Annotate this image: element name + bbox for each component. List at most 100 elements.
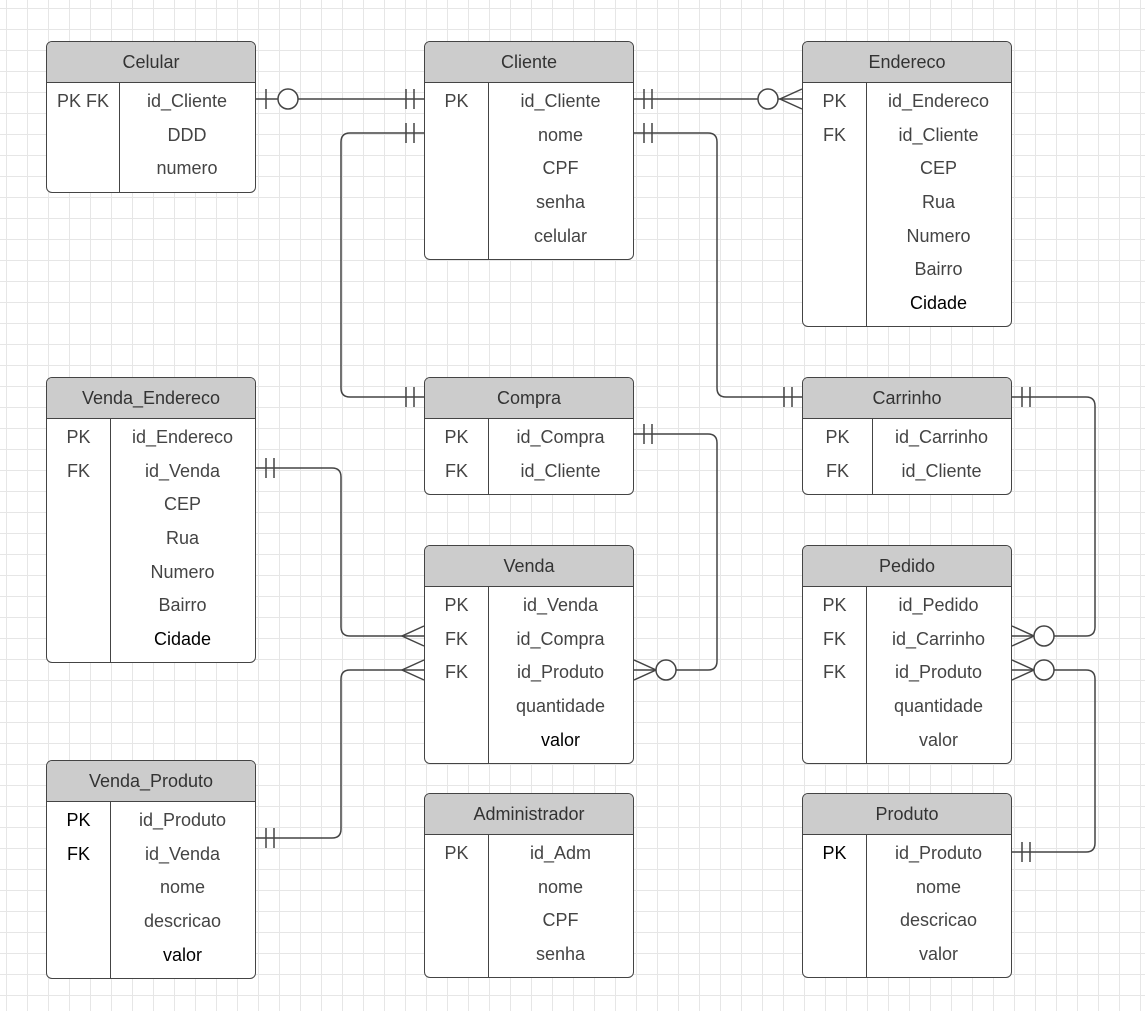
attribute-row: quantidade <box>425 690 633 724</box>
attribute-row: Bairro <box>803 253 1011 287</box>
column-divider <box>872 419 873 495</box>
attribute-name: Bairro <box>158 595 207 616</box>
attribute-name: quantidade <box>515 696 606 717</box>
entity-title: Celular <box>47 42 255 83</box>
entity-title: Produto <box>803 794 1011 835</box>
attribute-name: CPF <box>542 158 579 179</box>
attribute-name: senha <box>535 944 586 965</box>
attribute-name: id_Compra <box>516 427 605 448</box>
entity-title: Venda_Endereco <box>47 378 255 419</box>
key-label: FK <box>822 628 846 649</box>
attribute-row: valor <box>47 938 255 972</box>
attribute-name: Numero <box>906 225 971 246</box>
entity-title: Venda_Produto <box>47 761 255 802</box>
attribute-name: Cidade <box>909 292 968 313</box>
attribute-row: FK id_Venda <box>47 455 255 489</box>
attribute-row: Numero <box>803 219 1011 253</box>
attribute-row: DDD <box>47 119 255 153</box>
attribute-name: id_Venda <box>144 460 221 481</box>
key-label: FK <box>822 124 846 145</box>
attribute-row: FK id_Compra <box>425 623 633 657</box>
attribute-name: quantidade <box>893 696 984 717</box>
key-label: PK <box>444 843 469 864</box>
attribute-name: valor <box>918 944 958 965</box>
attribute-name: Rua <box>921 192 956 213</box>
entity-title: Pedido <box>803 546 1011 587</box>
attribute-row: nome <box>425 119 633 153</box>
attribute-row: celular <box>425 219 633 253</box>
attribute-row: CPF <box>425 904 633 938</box>
attribute-row: PK id_Cliente <box>425 85 633 119</box>
attribute-row: quantidade <box>803 690 1011 724</box>
attribute-name: nome <box>537 876 584 897</box>
attribute-row: FK id_Cliente <box>803 455 1011 489</box>
key-label: PK <box>444 91 469 112</box>
attribute-name: id_Produto <box>894 843 983 864</box>
column-divider <box>488 587 489 763</box>
attribute-row: Bairro <box>47 589 255 623</box>
key-label: FK <box>444 662 468 683</box>
entity-title: Compra <box>425 378 633 419</box>
attribute-row: numero <box>47 152 255 186</box>
key-label: FK <box>825 460 849 481</box>
column-divider <box>488 835 489 978</box>
column-divider <box>110 419 111 663</box>
attribute-name: id_Cliente <box>901 460 982 481</box>
attribute-name: Numero <box>150 561 215 582</box>
attribute-row: descricao <box>803 904 1011 938</box>
key-label: FK <box>66 460 90 481</box>
attribute-name: id_Compra <box>516 628 605 649</box>
attribute-row: descricao <box>47 905 255 939</box>
attribute-name: nome <box>159 877 206 898</box>
attribute-row: nome <box>803 871 1011 905</box>
attribute-row: valor <box>803 723 1011 757</box>
attribute-name: nome <box>537 124 584 145</box>
attribute-row: Rua <box>803 186 1011 220</box>
key-label: PK <box>66 810 91 831</box>
key-label: PK <box>822 595 847 616</box>
column-divider <box>488 83 489 259</box>
key-label: PK <box>822 843 847 864</box>
key-label: PK <box>444 427 469 448</box>
column-divider <box>110 802 111 978</box>
attribute-row: valor <box>425 723 633 757</box>
attribute-name: CEP <box>163 494 201 515</box>
attribute-name: descricao <box>143 911 222 932</box>
attribute-name: id_Cliente <box>520 460 601 481</box>
column-divider <box>866 587 867 763</box>
key-label: FK <box>444 628 468 649</box>
attribute-row: Rua <box>47 522 255 556</box>
attribute-name: id_Cliente <box>520 91 601 112</box>
entity-title: Administrador <box>425 794 633 835</box>
attribute-row: senha <box>425 938 633 972</box>
attribute-row: Cidade <box>803 287 1011 321</box>
key-label: FK <box>66 843 90 864</box>
attribute-row: nome <box>47 871 255 905</box>
